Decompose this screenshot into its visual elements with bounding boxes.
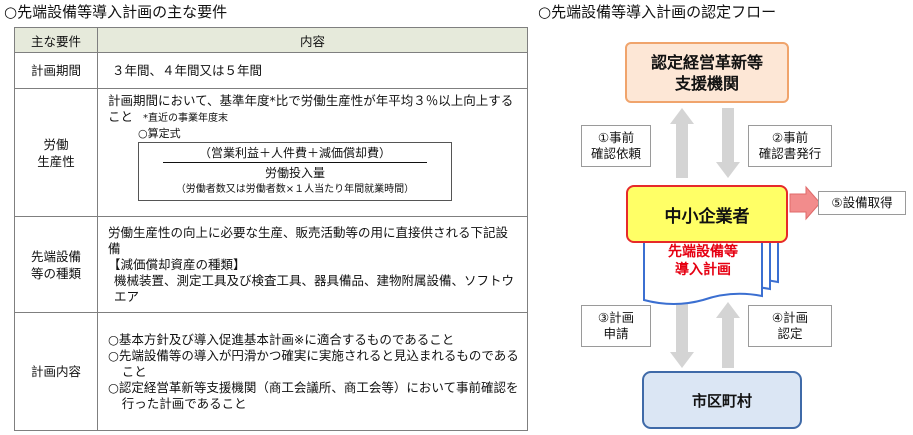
step3-line2: 申請 [603, 326, 629, 341]
step2-line1: ②事前 [771, 130, 809, 145]
content-value: ○基本方針及び導入促進基本計画※に適合するものであること ○先端設備等の導入が円… [97, 312, 528, 431]
equipment-items: 機械装置、測定工具及び検査工具、器具備品、建物附属設備、ソフトウエア [114, 272, 515, 304]
step5-label: ⑤設備取得 [818, 191, 906, 215]
step4-line1: ④計画 [771, 310, 809, 325]
productivity-key-line2: 生産性 [37, 153, 75, 169]
equipment-key-line2: 等の種類 [30, 265, 81, 281]
productivity-key-line1: 労働 [43, 136, 69, 152]
formula-box: （営業利益＋人件費＋減価償却費） 労働投入量 （労働者数又は労働者数×１人当たり… [138, 142, 452, 201]
step3-line1: ③計画 [597, 310, 635, 325]
productivity-value: 計画期間において、基準年度*比で労働生産性が年平均３％以上向上すること*直近の事… [97, 88, 528, 217]
plan-document-label: 先端設備等 導入計画 [654, 243, 752, 279]
period-value: ３年間、４年間又は５年間 [97, 52, 528, 89]
down-arrow-icon [670, 302, 694, 368]
formula-note: （労働者数又は労働者数×１人当たり年間就業時間） [175, 184, 415, 195]
requirements-title: ○先端設備等導入計画の主な要件 [4, 3, 228, 21]
municipality-box: 市区町村 [642, 371, 802, 429]
header-content: 内容 [97, 27, 528, 53]
formula-numerator: （営業利益＋人件費＋減価償却費） [198, 146, 391, 160]
flow-title: ○先端設備等導入計画の認定フロー [538, 3, 777, 21]
up-arrow-icon [670, 108, 694, 178]
formula-caption: ○算定式 [138, 127, 181, 140]
org-line2: 支援機関 [674, 73, 739, 93]
equipment-text: 労働生産性の向上に必要な生産、販売活動等の用に直接供される下記設備 [108, 224, 509, 256]
equipment-key: 先端設備 等の種類 [14, 216, 98, 313]
content-item-1: ○基本方針及び導入促進基本計画※に適合するものであること [108, 331, 455, 347]
step2-line2: 確認書発行 [758, 146, 822, 161]
header-key: 主な要件 [14, 27, 98, 53]
step4-line2: 認定 [777, 326, 803, 341]
step3-label: ③計画 申請 [581, 305, 651, 347]
productivity-key: 労働 生産性 [14, 88, 98, 217]
down-arrow-icon [716, 108, 740, 178]
requirements-table: 主な要件 内容 計画期間 ３年間、４年間又は５年間 労働 生産性 計画期間におい… [14, 27, 528, 431]
right-arrow-icon [789, 185, 821, 221]
productivity-text: 計画期間において、基準年度*比で労働生産性が年平均３％以上向上すること [108, 93, 514, 124]
table-row: 計画内容 ○基本方針及び導入促進基本計画※に適合するものであること ○先端設備等… [14, 312, 528, 431]
table-row: 労働 生産性 計画期間において、基準年度*比で労働生産性が年平均３％以上向上する… [14, 88, 528, 217]
table-row: 先端設備 等の種類 労働生産性の向上に必要な生産、販売活動等の用に直接供される下… [14, 216, 528, 313]
formula-fraction-line [163, 162, 427, 163]
content-item-2: ○先端設備等の導入が円滑かつ確実に実施されると見込まれるものであること [108, 347, 519, 379]
equipment-category: 【減価償却資産の種類】 [108, 256, 246, 272]
productivity-text-block: 計画期間において、基準年度*比で労働生産性が年平均３％以上向上すること*直近の事… [108, 93, 519, 127]
step4-label: ④計画 認定 [748, 305, 832, 347]
step1-line2: 確認依頼 [590, 146, 641, 161]
equipment-value: 労働生産性の向上に必要な生産、販売活動等の用に直接供される下記設備 【減価償却資… [97, 216, 528, 313]
plan-line1: 先端設備等 [668, 244, 738, 260]
plan-line2: 導入計画 [675, 262, 731, 278]
step1-line1: ①事前 [597, 130, 635, 145]
step2-label: ②事前 確認書発行 [748, 125, 832, 167]
content-item-3: ○認定経営革新等支援機関（商工会議所、商工会等）において事前確認を行った計画であ… [108, 379, 519, 411]
equipment-key-line1: 先端設備 [30, 248, 81, 264]
table-row: 計画期間 ３年間、４年間又は５年間 [14, 52, 528, 89]
formula-denominator: 労働投入量 [264, 166, 325, 180]
table-header-row: 主な要件 内容 [14, 27, 528, 53]
productivity-note: *直近の事業年度末 [143, 113, 229, 124]
sme-box: 中小企業者 [626, 185, 788, 243]
support-organization-box: 認定経営革新等 支援機関 [625, 42, 789, 103]
org-line1: 認定経営革新等 [650, 52, 763, 72]
up-arrow-icon [716, 302, 740, 368]
step1-label: ①事前 確認依頼 [581, 125, 651, 167]
